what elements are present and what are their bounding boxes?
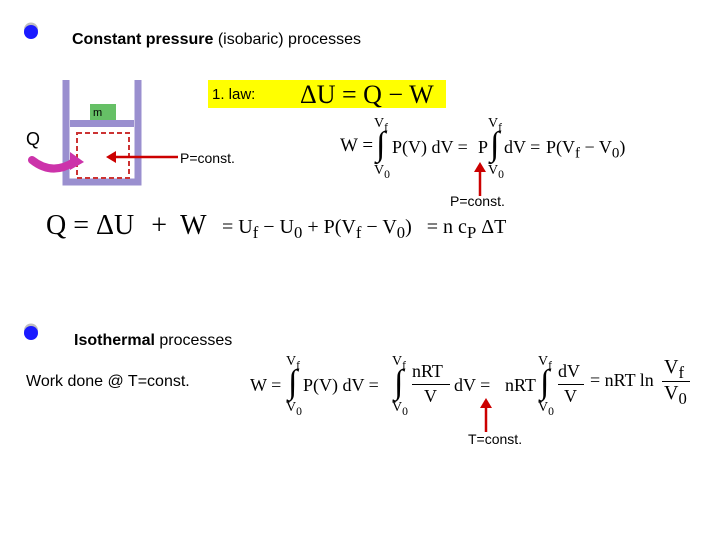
iso-frac2-num: dV: [558, 361, 580, 381]
iso-eq-lhs: W =: [250, 375, 282, 395]
iso-int3-upper: Vf: [538, 354, 553, 372]
iso-int3-lower: V0: [538, 400, 554, 418]
work-int2-lower: V0: [488, 163, 504, 181]
iso-int1-lower: V0: [286, 400, 302, 418]
first-law-label: 1. law:: [212, 86, 256, 103]
iso-dv-eq: dV =: [454, 375, 491, 395]
integral-sign: ∫: [540, 364, 550, 401]
work-int2-body: dV =: [504, 137, 541, 157]
bullet-icon: [24, 323, 38, 340]
iso-frac3-den: V0: [664, 382, 687, 408]
fraction-bar: [412, 384, 450, 385]
piston-plate: [70, 120, 134, 127]
work-int1-body: P(V) dV =: [392, 137, 468, 157]
fraction-bar: [558, 384, 584, 385]
first-law-highlight: [208, 80, 446, 108]
work-int1-upper: Vf: [374, 116, 389, 134]
iso-int1-body: P(V) dV =: [303, 375, 379, 395]
piston-diagram: [28, 80, 142, 186]
work-eq-lhs: W =: [340, 135, 374, 156]
heat-equation: Q = ΔU + W: [46, 210, 207, 241]
piston-mass: [90, 104, 116, 120]
first-law-equation: ΔU = Q − W: [300, 80, 434, 109]
work-done-label: Work done @ T=const.: [26, 373, 190, 390]
iso-frac3-num: Vf: [664, 356, 684, 382]
work-int1-lower: V0: [374, 163, 390, 181]
piston-mass-label: m: [93, 107, 103, 119]
work-result: P(Vf − V0): [546, 137, 626, 162]
integral-sign: ∫: [376, 126, 386, 163]
gas-region: [76, 132, 130, 179]
iso-int2-lower: V0: [392, 400, 408, 418]
heat-arrow: [28, 156, 78, 173]
iso-frac1-den: V: [424, 386, 437, 406]
iso-nrt-ln: = nRT ln: [590, 370, 654, 390]
integral-sign: ∫: [490, 126, 500, 163]
section-title-isobaric: Constant pressure (isobaric) processes: [72, 31, 361, 48]
pconst-label-1: P=const.: [180, 150, 235, 166]
work-p-factor: P: [478, 137, 489, 157]
pconst-label-2: P=const.: [450, 193, 505, 209]
iso-int2-upper: Vf: [392, 354, 407, 372]
fraction-bar: [662, 381, 690, 382]
integral-sign: ∫: [288, 364, 298, 401]
pconst-arrow-2: [474, 162, 486, 196]
iso-nrt: nRT: [505, 375, 536, 395]
section-title-isothermal: Isothermal processes: [74, 332, 233, 349]
iso-int1-upper: Vf: [286, 354, 301, 372]
pconst-arrow-1: [106, 151, 178, 163]
iso-frac2-den: V: [564, 386, 577, 406]
tconst-label: T=const.: [468, 431, 523, 447]
iso-frac1-num: nRT: [412, 361, 443, 381]
heat-equation-rhs: = Uf − U0 + P(Vf − V0) = n cP ΔT: [222, 216, 507, 242]
bullet-icon: [24, 22, 38, 39]
tconst-arrow: [480, 398, 492, 432]
work-int2-upper: Vf: [488, 116, 503, 134]
heat-label: Q: [26, 129, 41, 149]
integral-sign: ∫: [394, 364, 404, 401]
